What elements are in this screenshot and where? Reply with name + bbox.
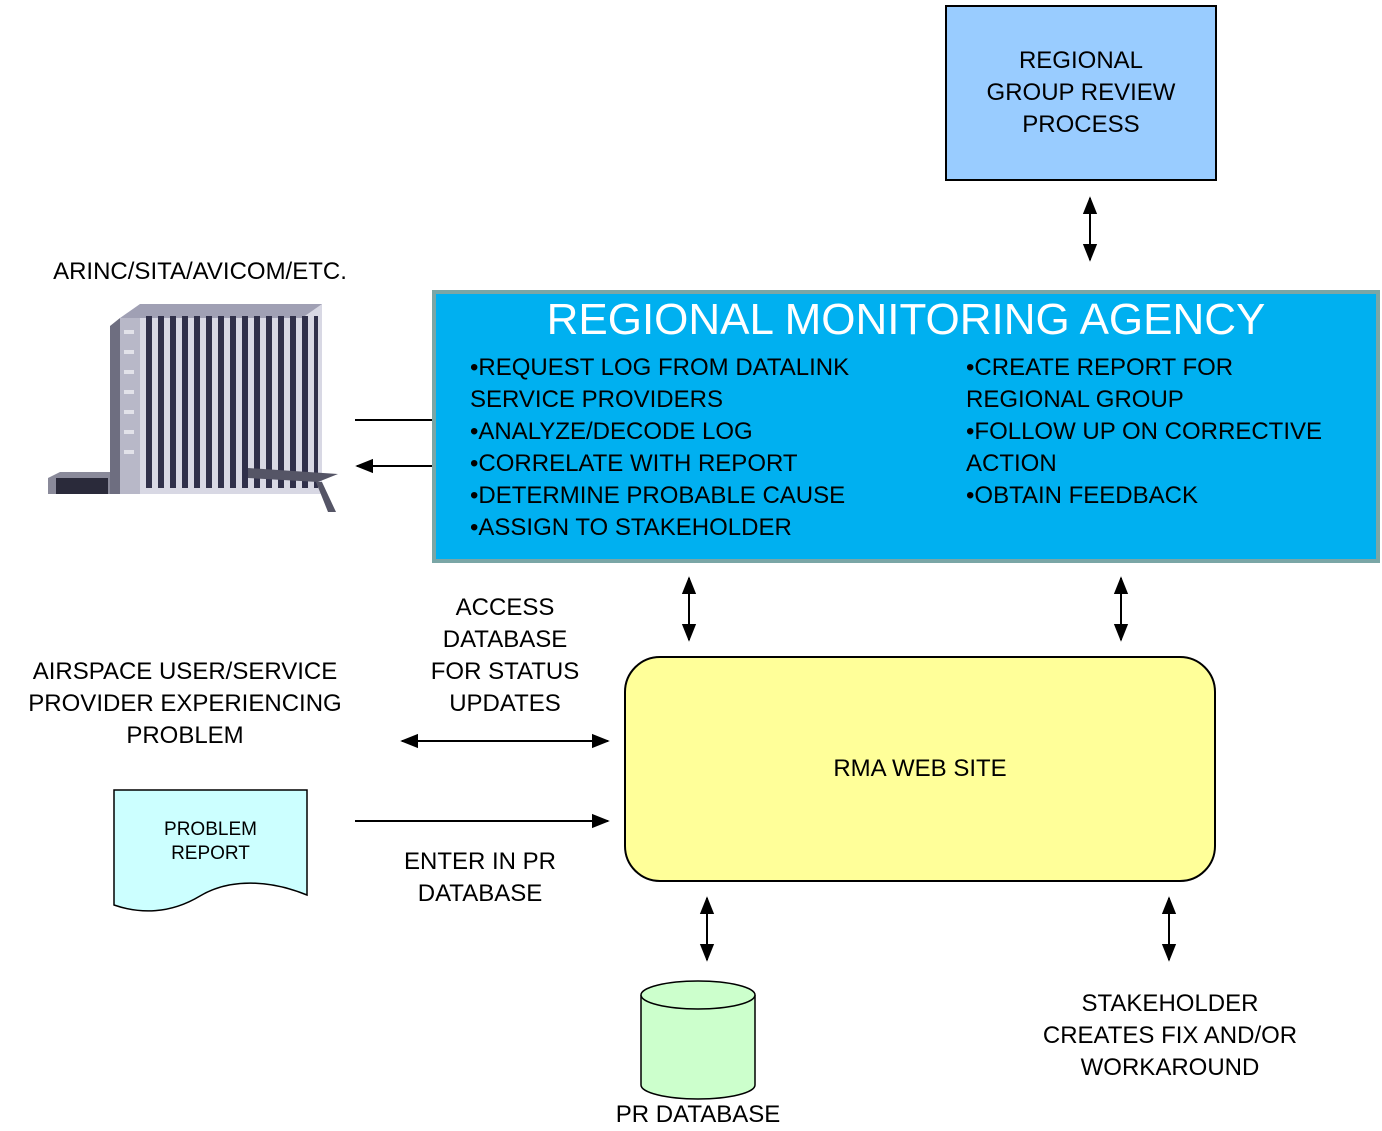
stakeholder-label: STAKEHOLDER CREATES FIX AND/OR WORKAROUN…	[1042, 990, 1298, 1081]
provider-label: ARINC/SITA/AVICOM/ETC.	[53, 258, 347, 285]
review-label: REGIONAL GROUP REVIEW PROCESS	[986, 47, 1176, 138]
rma-web-site-label: RMA WEB SITE	[833, 755, 1007, 782]
database-cylinder-icon	[640, 980, 756, 1100]
rma-left-items: •REQUEST LOG FROM DATALINK SERVICE PROVI…	[470, 354, 850, 541]
access-database-label: ACCESS DATABASE FOR STATUS UPDATES	[430, 594, 580, 717]
office-building-icon	[48, 304, 338, 512]
pr-database-label: PR DATABASE	[615, 1101, 781, 1128]
rma-right-items: •CREATE REPORT FOR REGIONAL GROUP •FOLLO…	[966, 354, 1323, 509]
rma-box: REGIONAL MONITORING AGENCY •REQUEST LOG …	[432, 290, 1380, 563]
rma-web-site-box: RMA WEB SITE	[624, 656, 1216, 882]
airspace-user-label: AIRSPACE USER/SERVICE PROVIDER EXPERIENC…	[28, 658, 342, 749]
regional-group-review-box: REGIONAL GROUP REVIEW PROCESS	[945, 5, 1217, 181]
problem-report-label: PROBLEM REPORT	[164, 819, 257, 864]
enter-pr-database-label: ENTER IN PR DATABASE	[403, 848, 556, 907]
rma-title: REGIONAL MONITORING AGENCY	[546, 295, 1266, 344]
document-icon	[113, 789, 308, 912]
